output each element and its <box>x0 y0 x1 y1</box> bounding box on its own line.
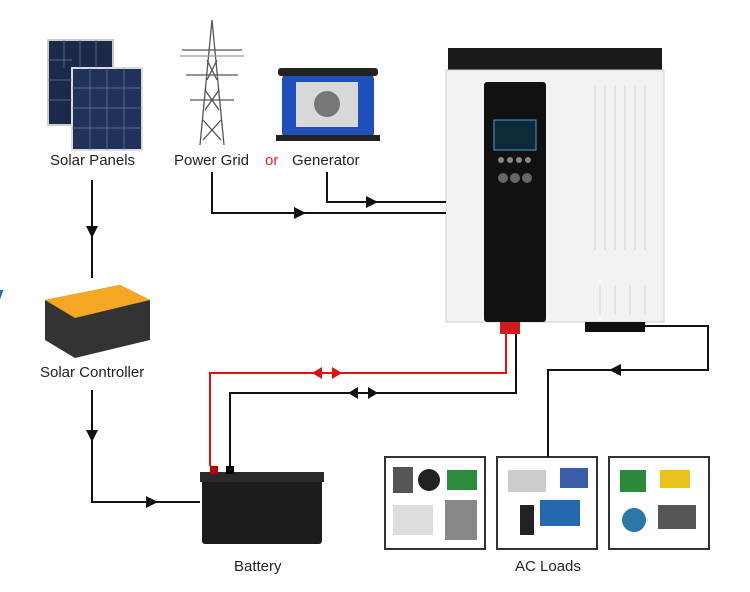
black-bidirectional-arrow-icon <box>348 387 378 399</box>
power-tower-image <box>180 19 244 146</box>
label-power-grid: Power Grid <box>174 152 250 169</box>
battery-image <box>200 466 324 544</box>
wire-grid-inverter <box>211 172 446 214</box>
solar-controller-image <box>0 285 150 358</box>
solar-panels-image <box>47 39 143 151</box>
inverter-image <box>445 48 665 334</box>
label-solar-controller: Solar Controller <box>40 364 145 381</box>
bidirectional-arrows <box>312 367 378 399</box>
wire-controller-battery <box>91 390 200 503</box>
wire-battery-inverter-black <box>229 334 517 466</box>
wire-battery-inverter-red <box>209 334 507 466</box>
label-ac-loads: AC Loads <box>515 558 581 575</box>
label-battery: Battery <box>234 558 282 575</box>
label-solar-panels: Solar Panels <box>50 152 136 169</box>
generator-image <box>276 68 380 141</box>
wire-generator-inverter <box>326 172 446 203</box>
wire-inverter-loads <box>547 325 709 457</box>
label-generator: Generator <box>292 152 360 169</box>
red-bidirectional-arrow-icon <box>312 367 342 379</box>
label-or: or <box>265 152 279 169</box>
ac-loads-appliances <box>384 456 710 550</box>
